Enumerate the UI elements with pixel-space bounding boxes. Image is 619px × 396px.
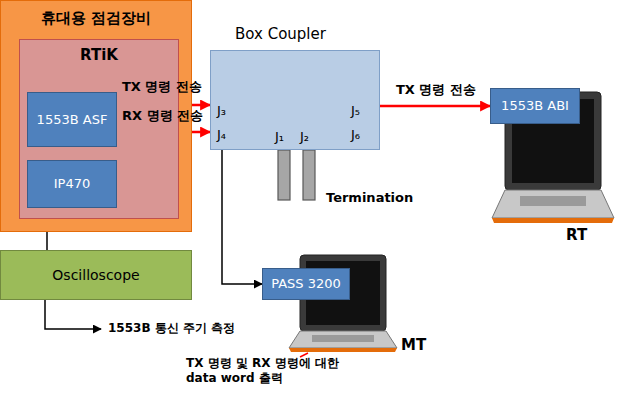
port-label: J₂ <box>300 129 309 145</box>
interface-box: PASS 3200 <box>262 268 350 300</box>
connector <box>380 105 490 108</box>
interface-box: 1553B ABI <box>490 88 580 124</box>
note-label: RT <box>566 226 587 245</box>
connector <box>222 150 262 284</box>
laptop-icon <box>492 92 614 223</box>
port-label: J₁ <box>275 129 284 145</box>
termination-plug <box>303 150 315 200</box>
edge-label: TX 명령 전송 <box>396 82 476 98</box>
note-label: 1553B 통신 주기 측정 <box>108 321 235 336</box>
module-box: 1553B ASF <box>27 92 117 147</box>
port-label: J₄ <box>217 127 226 143</box>
node-label: RTiK <box>20 46 178 64</box>
termination-plug <box>278 150 290 200</box>
note-label: Termination <box>326 190 413 206</box>
node-label: PASS 3200 <box>263 276 349 292</box>
note-label: TX 명령 및 RX 명령에 대한 data word 출력 <box>186 356 356 386</box>
port-label: J₅ <box>351 103 360 119</box>
note-label: MT <box>401 336 426 355</box>
node-label: IP470 <box>28 176 116 192</box>
node-label: 휴대용 점검장비 <box>1 9 191 27</box>
node-label: Oscilloscope <box>1 267 191 284</box>
node-label: 1553B ASF <box>28 112 116 128</box>
node-label: 1553B ABI <box>491 98 579 114</box>
port-label: J₃ <box>217 103 226 119</box>
edge-label: TX 명령 전송 <box>122 79 202 95</box>
board-box: 1553B ASF IP470 RTiK <box>19 39 179 219</box>
node-label: Box Coupler <box>235 25 326 43</box>
instrument-box: Oscilloscope <box>0 250 192 300</box>
module-box: IP470 <box>27 160 117 208</box>
port-label: J₆ <box>351 127 360 143</box>
leader-line <box>45 300 101 329</box>
edge-label: RX 명령 전송 <box>122 108 203 124</box>
coupler-box: Box CouplerJ₃J₄J₁J₂J₅J₆ <box>210 50 380 150</box>
